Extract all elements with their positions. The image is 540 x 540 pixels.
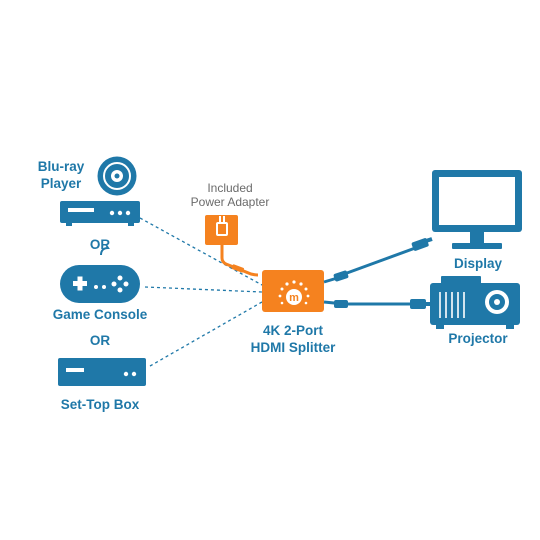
settop-box-icon: [58, 358, 146, 386]
splitter-logo-letter: m: [289, 292, 299, 304]
hdmi-cable-icon: [323, 299, 432, 309]
splitter-icon: m: [262, 270, 324, 312]
settop-label: Set-Top Box: [60, 397, 140, 412]
or-label-2: OR: [89, 333, 111, 348]
splitter-label: 4K 2-Port HDMI Splitter: [233, 322, 353, 356]
bluray-label-line1: Blu-ray: [37, 159, 85, 174]
bluray-label: Blu-ray Player: [28, 158, 94, 192]
power-adapter-label-line1: Included: [207, 181, 253, 195]
gamepad-icon: [60, 247, 140, 303]
game-console-label: Game Console: [52, 307, 148, 322]
projector-label: Projector: [448, 331, 508, 346]
splitter-label-line1: 4K 2-Port: [262, 323, 323, 338]
power-adapter-label: Included Power Adapter: [180, 181, 280, 209]
projector-icon: [430, 276, 520, 329]
dashed-line-console: [144, 286, 263, 293]
or-label-1: OR: [89, 237, 111, 252]
splitter-label-line2: HDMI Splitter: [250, 340, 336, 355]
bluray-label-line2: Player: [40, 176, 82, 191]
hdmi-cable-icon: [323, 237, 433, 284]
power-adapter-label-line2: Power Adapter: [190, 195, 270, 209]
monitor-icon: [432, 170, 522, 249]
disc-icon: [97, 156, 137, 196]
display-label: Display: [453, 256, 503, 271]
bluray-player-icon: [60, 201, 140, 226]
dashed-connectors: [139, 217, 263, 367]
dashed-line-bluray: [139, 217, 263, 286]
power-adapter-icon: [205, 215, 259, 277]
